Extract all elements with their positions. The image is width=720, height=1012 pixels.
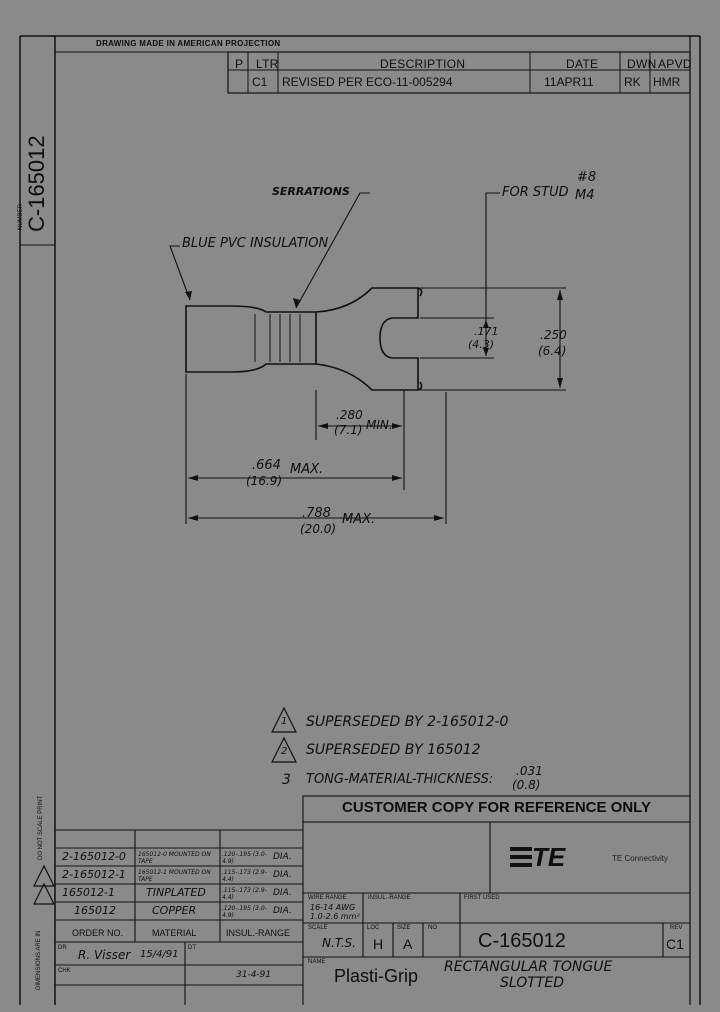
te-logo-text: TE xyxy=(532,842,566,872)
stud-metric: M4 xyxy=(575,188,595,203)
dim-length1-inch: .664 xyxy=(252,458,281,473)
loc-label: LOC xyxy=(367,925,380,931)
description-line-2: SLOTTED xyxy=(500,975,565,991)
serrations-label: SERRATIONS xyxy=(272,185,350,198)
part-row-2-unit: DIA. xyxy=(273,870,292,880)
dt-label: DT xyxy=(188,945,196,951)
size-label: SIZE xyxy=(397,925,411,931)
part-row-2-material: 165012-1 MOUNTED ON TAPE xyxy=(138,869,211,883)
part-row-2-range: .115-.173 (2.9-4.4) xyxy=(222,869,267,883)
te-logo-stripe xyxy=(510,855,532,859)
part-row-3-material: TINPLATED xyxy=(146,886,206,899)
dim-slot-inch: .171 xyxy=(474,325,499,338)
rev-col-apvd: APVD xyxy=(658,57,692,71)
rev-col-desc: DESCRIPTION xyxy=(380,57,466,71)
dim-tongue-mm: (7.1) xyxy=(334,423,363,437)
note-3-number: 3 xyxy=(282,772,291,788)
projection-note: DRAWING MADE IN AMERICAN PROJECTION xyxy=(96,39,281,48)
stud-number: #8 xyxy=(577,170,597,185)
scale-label: SCALE xyxy=(308,925,328,931)
wire-range-label: WIRE RANGE xyxy=(308,895,347,901)
part-row-4-range: .120-.195 (3.0-4.9) xyxy=(222,905,267,919)
part-row-1-no: 2-165012-0 xyxy=(62,850,126,863)
part-row-3-no: 165012-1 xyxy=(62,886,115,899)
company-name: TE Connectivity xyxy=(612,854,669,863)
customer-copy-banner: CUSTOMER COPY FOR REFERENCE ONLY xyxy=(342,799,651,816)
rev-col-ltr: LTR xyxy=(256,57,279,71)
dr-signature: R. Visser xyxy=(78,948,131,962)
note-1-text: SUPERSEDED BY 2-165012-0 xyxy=(306,714,509,730)
note-3-value-mm: (0.8) xyxy=(512,778,541,792)
drawing-number: C-165012 xyxy=(478,930,566,952)
part-row-2-no: 2-165012-1 xyxy=(62,868,126,881)
rev-drawn-by: RK xyxy=(624,75,641,89)
rev-value: C1 xyxy=(666,936,684,952)
note-1-number: 1 xyxy=(281,716,288,727)
rev-col-p: P xyxy=(235,57,244,71)
parts-header-range: INSUL.-RANGE xyxy=(226,928,291,938)
dim-length2-inch: .788 xyxy=(302,506,331,521)
part-row-1-unit: DIA. xyxy=(273,852,292,862)
dim-length2-mm: (20.0) xyxy=(300,522,337,536)
insul-range-label: INSUL.-RANGE xyxy=(368,895,411,901)
rev-col-dwn: DWN xyxy=(627,57,657,71)
part-row-3-unit: DIA. xyxy=(273,888,292,898)
product-name: Plasti-Grip xyxy=(334,966,419,986)
side-label-scale: DO NOT SCALE PRINT xyxy=(38,795,44,860)
size-value: A xyxy=(403,936,413,952)
dr-date: 15/4/91 xyxy=(140,949,179,960)
dim-length1-mm: (16.9) xyxy=(246,474,283,488)
name-label: NAME xyxy=(308,959,326,965)
dim-length1-max: MAX. xyxy=(290,462,324,477)
part-row-4-material: COPPER xyxy=(152,904,197,917)
dim-width-mm: (6.4) xyxy=(538,344,567,358)
no-label: NO xyxy=(428,925,437,931)
first-used-label: FIRST USED xyxy=(464,895,500,901)
rev-letter: C1 xyxy=(252,75,268,89)
chk-date: 31-4-91 xyxy=(236,970,272,980)
rev-label: REV xyxy=(670,925,683,931)
te-logo-stripe xyxy=(510,847,532,851)
note-2-text: SUPERSEDED BY 165012 xyxy=(306,742,481,758)
dim-tongue-inch: .280 xyxy=(336,408,363,422)
insulation-label: BLUE PVC INSULATION xyxy=(182,236,329,251)
scale-value: N.T.S. xyxy=(322,936,356,950)
part-row-1-range: .120-.195 (3.0-4.9) xyxy=(222,851,267,865)
part-row-4-unit: DIA. xyxy=(273,906,292,916)
rev-description: REVISED PER ECO-11-005294 xyxy=(282,75,453,89)
side-label-dims: DIMENSIONS ARE IN xyxy=(36,930,42,990)
note-2-number: 2 xyxy=(281,746,288,757)
dim-width-inch: .250 xyxy=(540,328,567,342)
dim-slot-mm: (4.3) xyxy=(468,338,495,351)
note-3-text: TONG-MATERIAL-THICKNESS: xyxy=(306,772,494,787)
dr-label: DR xyxy=(58,945,67,951)
parts-header-material: MATERIAL xyxy=(152,928,197,938)
loc-value: H xyxy=(373,936,384,952)
note-3-value-inch: .031 xyxy=(516,764,543,778)
parts-header-order: ORDER NO. xyxy=(72,928,124,938)
chk-label: CHK xyxy=(58,968,71,974)
part-row-4-no: 165012 xyxy=(74,904,116,917)
rev-approved-by: HMR xyxy=(653,75,681,89)
te-logo: TE xyxy=(510,843,590,873)
part-row-3-range: .115-.173 (2.9-4.4) xyxy=(222,887,267,901)
rev-date: 11APR11 xyxy=(544,75,594,89)
part-row-1-material: 165012-0 MOUNTED ON TAPE xyxy=(138,851,211,865)
stud-label: FOR STUD xyxy=(502,185,569,200)
rev-col-date: DATE xyxy=(566,57,599,71)
wire-range-metric: 1.0-2.6 mm² xyxy=(310,912,360,921)
te-logo-stripe xyxy=(510,863,532,867)
dim-tongue-min: MIN. xyxy=(366,418,393,432)
dim-length2-max: MAX. xyxy=(342,512,376,527)
wire-range-value: 16-14 AWG xyxy=(310,903,356,912)
description-line-1: RECTANGULAR TONGUE xyxy=(444,959,613,975)
